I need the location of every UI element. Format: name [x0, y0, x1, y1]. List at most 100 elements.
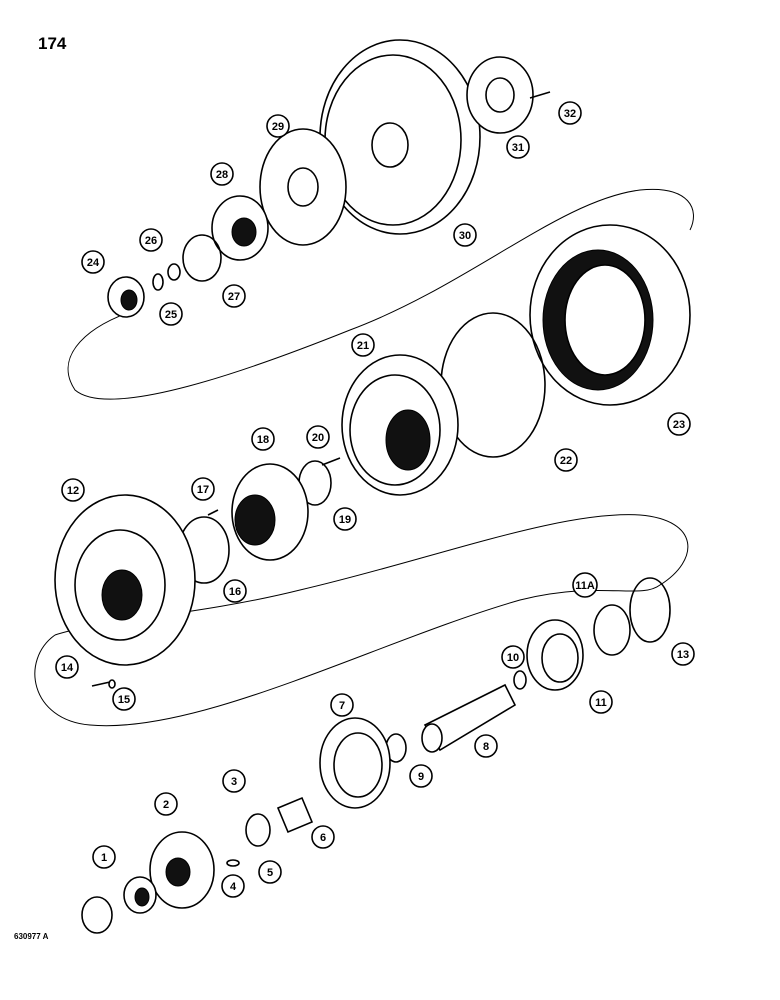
callout-label: 19	[339, 514, 351, 526]
callout-label: 20	[312, 432, 324, 444]
part-12-pump-housing	[54, 494, 196, 666]
callout-label: 18	[257, 434, 269, 446]
group-boundary-upper	[67, 188, 694, 400]
callout-label: 11	[595, 697, 607, 709]
part-8-shaft	[421, 683, 517, 753]
part-21-turbine	[341, 354, 459, 496]
split-ring	[81, 896, 113, 934]
figure-id: 630977 A	[14, 932, 49, 941]
callout-label: 3	[231, 776, 237, 788]
callout-12: 12	[61, 478, 85, 502]
callout-label: 1	[101, 852, 107, 864]
part-7-seal	[319, 717, 391, 809]
part-24-bearing	[107, 276, 145, 318]
part-27-ring	[182, 234, 222, 282]
callout-label: 2	[163, 799, 169, 811]
callout-24: 24	[81, 250, 105, 274]
part-26-snap-ring	[167, 263, 181, 281]
callout-label: 28	[216, 169, 228, 181]
part-2-carrier	[149, 831, 215, 909]
callout-label: 26	[145, 235, 157, 247]
part-31-adapter-plate	[466, 56, 534, 134]
callout-label: 8	[483, 741, 489, 753]
part-6-sleeve	[276, 796, 314, 834]
part-28-hub	[211, 195, 269, 261]
callout-label: 21	[357, 340, 369, 352]
callout-20: 20	[306, 425, 330, 449]
callout-32: 32	[558, 101, 582, 125]
part-18-stator	[231, 463, 309, 561]
callout-26: 26	[139, 228, 163, 252]
callout-label: 24	[87, 257, 100, 269]
callout-21: 21	[351, 333, 375, 357]
callout-25: 25	[159, 302, 183, 326]
callout-11: 11	[589, 690, 613, 714]
part-11a-sleeve	[593, 604, 631, 656]
callout-31: 31	[506, 135, 530, 159]
callout-label: 25	[165, 309, 177, 321]
part-32-bolt	[529, 91, 551, 99]
callout-30: 30	[453, 223, 477, 247]
callout-14: 14	[55, 655, 79, 679]
callout-2: 2	[154, 792, 178, 816]
callout-label: 6	[320, 832, 326, 844]
callout-8: 8	[474, 734, 498, 758]
callout-5: 5	[258, 860, 282, 884]
callout-label: 9	[418, 771, 424, 783]
callout-label: 10	[507, 652, 519, 664]
callout-10: 10	[501, 645, 525, 669]
callout-label: 27	[228, 291, 240, 303]
callout-16: 16	[223, 579, 247, 603]
part-10-ring	[513, 670, 527, 690]
callout-label: 17	[197, 484, 209, 496]
part-15-washer	[108, 679, 116, 689]
callout-11a: 11A	[572, 572, 598, 598]
callout-label: 11A	[575, 580, 595, 592]
group-boundary-lower	[34, 514, 689, 727]
callout-6: 6	[311, 825, 335, 849]
part-29-disc	[259, 128, 347, 246]
callout-27: 27	[222, 284, 246, 308]
callout-label: 32	[564, 108, 576, 120]
part-13-seal-ring	[629, 577, 671, 643]
callout-label: 30	[459, 230, 471, 242]
callout-label: 13	[677, 649, 689, 661]
callout-label: 31	[512, 142, 524, 154]
callout-label: 12	[67, 485, 79, 497]
callout-label: 14	[61, 662, 74, 674]
callout-label: 7	[339, 700, 345, 712]
callout-label: 5	[267, 867, 273, 879]
callout-group: 123456789101111A121314151617181920212223…	[55, 101, 695, 898]
callout-label: 15	[118, 694, 130, 706]
part-1-bearing	[123, 876, 157, 914]
callout-29: 29	[266, 114, 290, 138]
part-23-housing	[529, 224, 691, 406]
part-5-pin	[226, 859, 240, 867]
part-11-gear	[526, 619, 584, 691]
callout-7: 7	[330, 693, 354, 717]
callout-19: 19	[333, 507, 357, 531]
callout-15: 15	[112, 687, 136, 711]
part-3-snap-ring	[245, 813, 271, 847]
callout-17: 17	[191, 477, 215, 501]
callout-label: 16	[229, 586, 241, 598]
callout-18: 18	[251, 427, 275, 451]
callout-9: 9	[409, 764, 433, 788]
callout-4: 4	[221, 874, 245, 898]
page-number: 174	[38, 34, 67, 53]
callout-label: 29	[272, 121, 284, 133]
callout-28: 28	[210, 162, 234, 186]
callout-1: 1	[92, 845, 116, 869]
part-20-bolt	[321, 457, 341, 466]
callout-3: 3	[222, 769, 246, 793]
callout-22: 22	[554, 448, 578, 472]
callout-13: 13	[671, 642, 695, 666]
callout-label: 22	[560, 455, 572, 467]
callout-label: 4	[230, 881, 237, 893]
callout-label: 23	[673, 419, 685, 431]
part-17-bolt	[207, 509, 219, 516]
callout-23: 23	[667, 412, 691, 436]
part-14-bolt	[91, 681, 111, 687]
part-25-ring	[152, 273, 164, 291]
